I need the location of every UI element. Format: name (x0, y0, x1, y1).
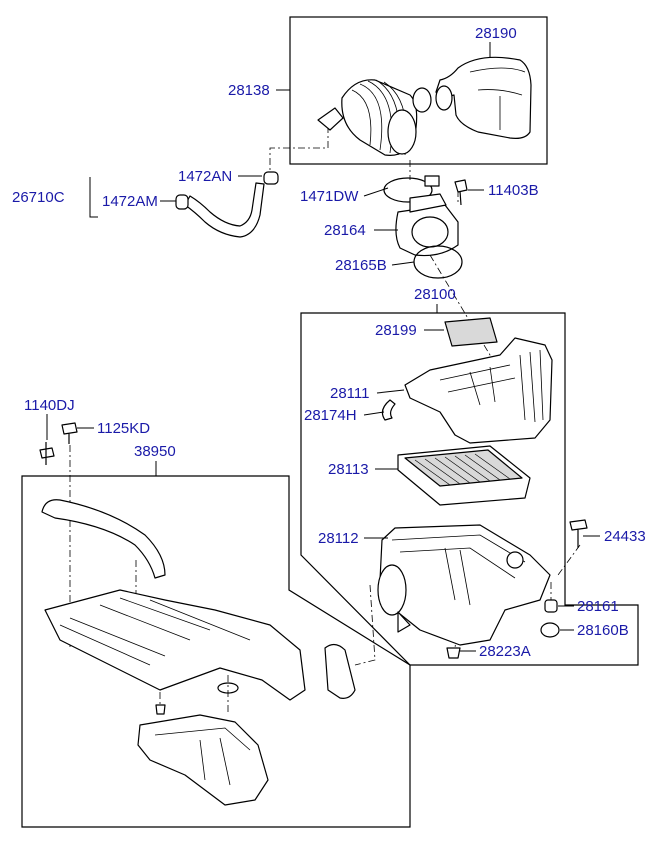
label-26710C: 26710C (12, 189, 65, 206)
clip-28174H (381, 399, 396, 421)
label-24433: 24433 (604, 528, 646, 545)
label-28164: 28164 (324, 222, 366, 239)
label-28161: 28161 (577, 598, 619, 615)
label-28160B: 28160B (577, 622, 629, 639)
bolt-24433 (569, 519, 588, 548)
clamp-1472AM (175, 194, 189, 210)
bolt-1140DJ (39, 442, 55, 465)
label-28113: 28113 (328, 461, 369, 478)
leader-lines (46, 42, 600, 652)
fasteners-right (446, 519, 588, 659)
resonator-28190 (435, 56, 532, 139)
bolt-11403B (454, 179, 468, 206)
breather-hose (175, 171, 279, 238)
label-28223A: 28223A (479, 643, 531, 660)
label-plate-28199 (444, 317, 498, 347)
label-11403B: 11403B (488, 182, 539, 199)
label-28174H: 28174H (304, 407, 357, 424)
duct-assembly-box (21, 475, 411, 828)
label-1125KD: 1125KD (97, 420, 150, 437)
mass-air-flow-group (383, 175, 468, 279)
clamp-1472AN (263, 171, 279, 185)
bushing-28161 (544, 599, 558, 613)
filter-element-28113 (397, 445, 531, 506)
air-cleaner-assembly-box (300, 312, 639, 666)
hose-group-bracket (89, 177, 98, 218)
clamp-1471DW (383, 177, 433, 203)
o-ring-38950 (217, 682, 239, 694)
label-28190: 28190 (475, 25, 517, 42)
label-38950: 38950 (134, 443, 176, 460)
label-1472AN: 1472AN (178, 168, 232, 185)
cleaner-cover-28111 (381, 337, 553, 444)
bolt-1125KD (61, 422, 78, 444)
label-1472AM: 1472AM (102, 193, 158, 210)
grommet-28160B (540, 622, 560, 638)
duct-assembly-38950 (41, 499, 356, 806)
clip-28223A (446, 647, 461, 659)
label-28138: 28138 (228, 82, 270, 99)
label-1471DW: 1471DW (300, 188, 359, 205)
intake-hose-28138 (317, 79, 432, 156)
label-1140DJ: 1140DJ (24, 397, 75, 414)
label-28165B: 28165B (335, 257, 387, 274)
label-28111: 28111 (330, 385, 370, 402)
fasteners-left (39, 422, 78, 465)
label-28112: 28112 (318, 530, 359, 547)
lower-case-28112 (377, 524, 551, 646)
part-labels: 28190 28138 1472AN 26710C 1472AM 1471DW … (12, 25, 646, 660)
label-28100: 28100 (414, 286, 456, 303)
label-28199: 28199 (375, 322, 417, 339)
